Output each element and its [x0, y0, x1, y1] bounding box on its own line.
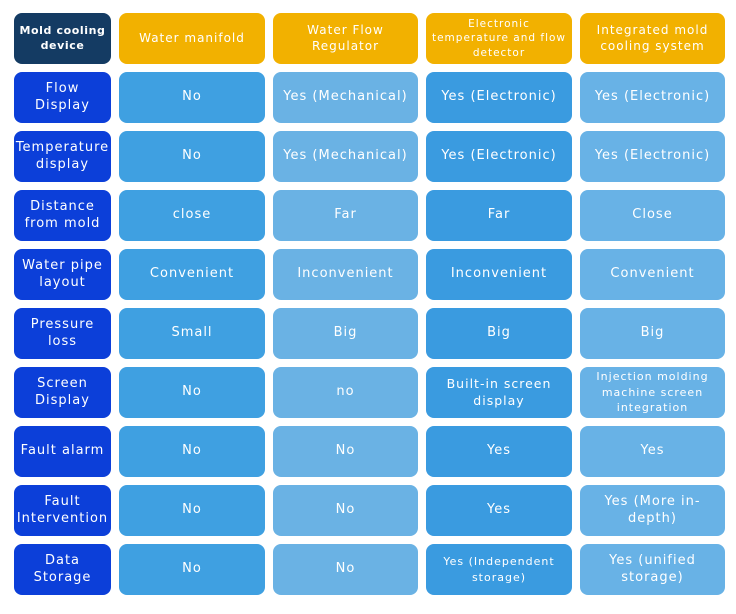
- row-label-flow-display: Flow Display: [14, 72, 111, 123]
- corner-header: Mold cooling device: [14, 13, 111, 64]
- row-label-fault-intervention: Fault Intervention: [14, 485, 111, 536]
- table-cell: No: [119, 485, 265, 536]
- table-cell: Yes (unified storage): [580, 544, 725, 595]
- table-cell: No: [273, 485, 418, 536]
- table-cell: Yes: [426, 426, 572, 477]
- column-header-water-manifold: Water manifold: [119, 13, 265, 64]
- table-cell: Big: [580, 308, 725, 359]
- table-cell: Yes: [580, 426, 725, 477]
- table-cell: Convenient: [580, 249, 725, 300]
- table-cell: Yes (Electronic): [426, 72, 572, 123]
- table-cell: No: [119, 131, 265, 182]
- table-cell: No: [119, 544, 265, 595]
- row-label-pressure-loss: Pressure loss: [14, 308, 111, 359]
- table-cell: Yes (Electronic): [426, 131, 572, 182]
- table-cell: Injection molding machine screen integra…: [580, 367, 725, 418]
- table-cell: Far: [273, 190, 418, 241]
- table-cell: No: [273, 426, 418, 477]
- row-label-data-storage: Data Storage: [14, 544, 111, 595]
- table-cell: no: [273, 367, 418, 418]
- column-header-water-flow-regulator: Water Flow Regulator: [273, 13, 418, 64]
- table-cell: Yes (Mechanical): [273, 72, 418, 123]
- table-cell: Far: [426, 190, 572, 241]
- table-cell: Inconvenient: [273, 249, 418, 300]
- row-label-water-pipe-layout: Water pipe layout: [14, 249, 111, 300]
- table-cell: Yes (Independent storage): [426, 544, 572, 595]
- table-cell: Built-in screen display: [426, 367, 572, 418]
- row-label-fault-alarm: Fault alarm: [14, 426, 111, 477]
- table-cell: No: [119, 426, 265, 477]
- table-cell: No: [273, 544, 418, 595]
- row-label-screen-display: Screen Display: [14, 367, 111, 418]
- table-cell: Big: [426, 308, 572, 359]
- column-header-integrated-system: Integrated mold cooling system: [580, 13, 725, 64]
- table-cell: Yes (Mechanical): [273, 131, 418, 182]
- row-label-temperature-display: Temperature display: [14, 131, 111, 182]
- table-cell: Close: [580, 190, 725, 241]
- table-cell: Inconvenient: [426, 249, 572, 300]
- table-cell: Yes (Electronic): [580, 72, 725, 123]
- table-cell: close: [119, 190, 265, 241]
- comparison-table: Mold cooling device Water manifold Water…: [14, 13, 725, 595]
- table-cell: Yes (More in-depth): [580, 485, 725, 536]
- column-header-electronic-detector: Electronic temperature and flow detector: [426, 13, 572, 64]
- table-cell: Big: [273, 308, 418, 359]
- table-cell: Convenient: [119, 249, 265, 300]
- row-label-distance-from-mold: Distance from mold: [14, 190, 111, 241]
- table-cell: Small: [119, 308, 265, 359]
- table-cell: No: [119, 72, 265, 123]
- table-cell: Yes (Electronic): [580, 131, 725, 182]
- table-cell: Yes: [426, 485, 572, 536]
- table-cell: No: [119, 367, 265, 418]
